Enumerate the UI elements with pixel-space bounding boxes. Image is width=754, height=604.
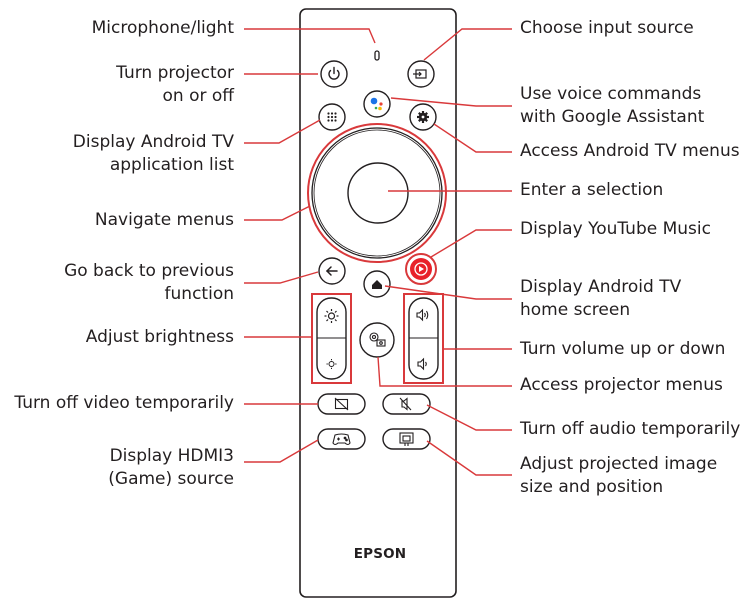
mute-button[interactable]	[382, 393, 431, 415]
enter-button[interactable]	[347, 162, 409, 224]
projector-menu-icon	[369, 332, 386, 347]
label-video-off: Turn off video temporarily	[14, 393, 234, 413]
brightness-callout-box	[311, 293, 352, 384]
input-source-button[interactable]	[407, 60, 435, 88]
label-navigate: Navigate menus	[94, 210, 234, 230]
label-input: Choose input source	[520, 18, 694, 38]
home-icon	[372, 280, 382, 289]
google-assistant-icon	[370, 97, 383, 111]
settings-button[interactable]	[409, 103, 437, 131]
back-button[interactable]	[318, 257, 346, 285]
label-volume: Turn volume up or down	[520, 339, 726, 359]
image-adjust-button[interactable]	[382, 428, 431, 450]
google-assistant-button[interactable]	[363, 90, 391, 118]
brightness-rocker[interactable]	[316, 297, 347, 380]
brand-logo: EPSON	[353, 546, 407, 562]
microphone-light-icon	[374, 50, 380, 61]
youtube-music-icon	[410, 258, 432, 280]
label-youtube: Display YouTube Music	[520, 219, 711, 239]
label-brightness: Adjust brightness	[85, 327, 234, 347]
gamepad-icon	[332, 433, 351, 446]
volume-up-icon	[416, 308, 429, 322]
brightness-down-icon	[326, 359, 337, 369]
image-adjust-icon	[399, 432, 414, 446]
power-icon	[328, 66, 340, 80]
label-mute: Turn off audio temporarily	[520, 419, 741, 439]
label-projector-menu: Access projector menus	[520, 375, 723, 395]
input-source-icon	[413, 69, 427, 79]
video-off-icon	[334, 397, 349, 411]
callout-lines	[244, 28, 512, 476]
youtube-music-button[interactable]	[405, 253, 437, 285]
projector-menu-button[interactable]	[359, 322, 395, 358]
apps-grid-icon	[327, 112, 337, 122]
back-arrow-icon	[325, 266, 338, 276]
volume-rocker[interactable]	[408, 297, 439, 380]
mute-icon	[399, 397, 412, 411]
label-microphone: Microphone/light	[91, 18, 234, 38]
brightness-up-icon	[324, 309, 339, 323]
home-button[interactable]	[363, 270, 391, 298]
volume-callout-box	[403, 293, 444, 384]
label-enter: Enter a selection	[520, 180, 664, 200]
label-hdmi3: Display HDMI3(Game) source	[108, 446, 234, 489]
label-settings: Access Android TV menus	[520, 141, 740, 161]
gear-icon	[417, 111, 429, 123]
game-button[interactable]	[317, 428, 366, 450]
volume-down-icon	[417, 357, 427, 371]
power-button[interactable]	[320, 60, 348, 88]
video-off-button[interactable]	[317, 393, 366, 415]
apps-button[interactable]	[318, 103, 346, 131]
